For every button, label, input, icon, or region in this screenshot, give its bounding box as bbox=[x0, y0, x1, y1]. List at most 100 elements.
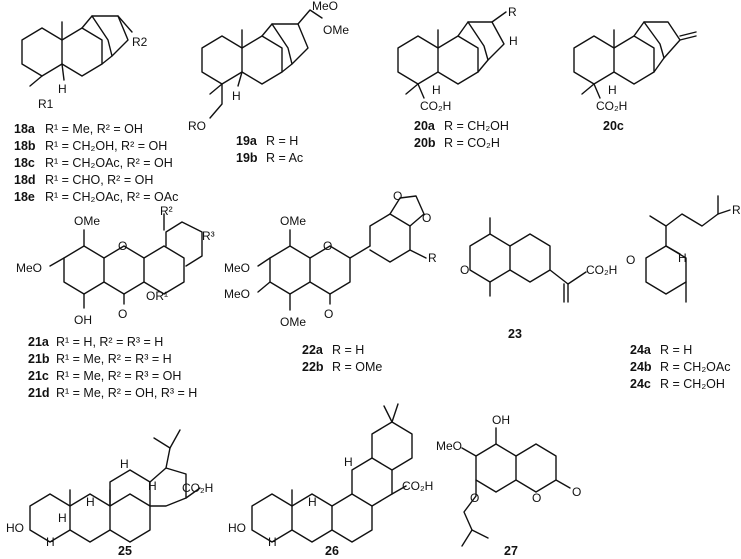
atom-meo: MeO bbox=[16, 261, 42, 275]
atom-o-keto: O bbox=[626, 253, 635, 267]
atom-o-keto: O bbox=[324, 307, 333, 321]
labels-20: 20a R = CH₂OH 20b R = CO₂H bbox=[414, 119, 509, 150]
atom-co2h: CO₂H bbox=[420, 99, 451, 113]
atom-ho: HO bbox=[228, 521, 246, 535]
atom-meo: MeO bbox=[224, 287, 250, 301]
compound-substituents: R¹ = Me, R² = OH bbox=[45, 122, 143, 136]
atom-o-ring: O bbox=[532, 491, 541, 505]
compound-number: 21d bbox=[28, 386, 50, 400]
compound-number: 20a bbox=[414, 119, 436, 133]
compound-substituents: R = CO₂H bbox=[444, 136, 500, 150]
compound-number: 21a bbox=[28, 335, 50, 349]
structure-20: R H H CO₂H bbox=[397, 5, 518, 113]
atom-h: H bbox=[58, 511, 67, 525]
atom-ro: RO bbox=[188, 119, 206, 133]
atom-h: H bbox=[46, 535, 55, 549]
compound-number: 18e bbox=[14, 190, 35, 204]
compound-number: 19b bbox=[236, 151, 258, 165]
labels-22: 22a R = H 22b R = OMe bbox=[302, 343, 382, 374]
atom-h: H bbox=[86, 495, 95, 509]
compound-substituents: R = OMe bbox=[332, 360, 382, 374]
compound-number: 21c bbox=[28, 369, 49, 383]
compound-substituents: R¹ = Me, R² = R³ = H bbox=[56, 352, 172, 366]
labels-19: 19a R = H 19b R = Ac bbox=[236, 134, 303, 165]
atom-h: H bbox=[148, 479, 157, 493]
atom-o-ring: O bbox=[323, 239, 332, 253]
compound-substituents: R¹ = CH₂OAc, R² = OH bbox=[45, 156, 173, 170]
labels-24: 24a R = H 24b R = CH₂OAc 24c R = CH₂OH bbox=[630, 343, 731, 391]
structure-21: R² R³ OMe MeO O OR¹ OH O bbox=[16, 204, 215, 327]
atom-r: R bbox=[508, 5, 517, 19]
structure-22: O O OMe MeO MeO O R OMe O bbox=[224, 189, 437, 329]
atom-co2h: CO₂H bbox=[586, 263, 617, 277]
compound-substituents: R¹ = Me, R² = R³ = OH bbox=[56, 369, 181, 383]
compound-number: 22a bbox=[302, 343, 324, 357]
atom-h: H bbox=[344, 455, 353, 469]
atom-o-ether: O bbox=[470, 491, 479, 505]
compound-substituents: R = CH₂OH bbox=[444, 119, 509, 133]
compound-number: 18c bbox=[14, 156, 35, 170]
atom-h: H bbox=[608, 83, 617, 97]
compound-number: 25 bbox=[118, 544, 132, 558]
structure-27: OH MeO O O O 27 bbox=[436, 413, 581, 558]
structure-20c: H CO₂H 20c bbox=[573, 21, 697, 133]
atom-co2h: CO₂H bbox=[596, 99, 627, 113]
compound-number: 21b bbox=[28, 352, 50, 366]
atom-o-ring: O bbox=[118, 239, 127, 253]
labels-21: 21a R¹ = H, R² = R³ = H 21b R¹ = Me, R² … bbox=[28, 335, 197, 400]
atom-h: H bbox=[678, 251, 687, 265]
atom-h: H bbox=[308, 495, 317, 509]
compound-substituents: R = H bbox=[332, 343, 364, 357]
atom-r3: R³ bbox=[202, 229, 215, 243]
structure-24: R O H bbox=[626, 195, 741, 303]
atom-o-dioxole: O bbox=[422, 211, 431, 225]
atom-o-keto: O bbox=[118, 307, 127, 321]
compound-number: 18b bbox=[14, 139, 36, 153]
atom-or1: OR¹ bbox=[146, 289, 168, 303]
atom-ho: HO bbox=[6, 521, 24, 535]
atom-ome: OMe bbox=[280, 315, 306, 329]
atom-ome: OMe bbox=[280, 214, 306, 228]
labels-18: 18a R¹ = Me, R² = OH 18b R¹ = CH₂OH, R² … bbox=[14, 122, 178, 204]
compound-substituents: R = CH₂OAc bbox=[660, 360, 731, 374]
structure-26: H CO₂H H HO H 26 bbox=[228, 403, 433, 558]
atom-meo: MeO bbox=[312, 0, 338, 13]
structure-19: MeO OMe H RO bbox=[188, 0, 349, 133]
atom-h: H bbox=[58, 82, 67, 96]
atom-h: H bbox=[232, 89, 241, 103]
compound-substituents: R¹ = H, R² = R³ = H bbox=[56, 335, 163, 349]
compound-number: 20c bbox=[603, 119, 624, 133]
atom-r2: R² bbox=[160, 204, 173, 218]
atom-h: H bbox=[120, 457, 129, 471]
compound-number: 24b bbox=[630, 360, 652, 374]
compound-number: 18a bbox=[14, 122, 36, 136]
compound-number: 24c bbox=[630, 377, 651, 391]
atom-h: H bbox=[509, 34, 518, 48]
compound-number: 20b bbox=[414, 136, 436, 150]
atom-ome: OMe bbox=[323, 23, 349, 37]
structure-18: R2 H R1 bbox=[21, 15, 148, 111]
structure-25: H H H CO₂H H HO H 25 bbox=[6, 429, 213, 558]
compound-number: 27 bbox=[504, 544, 518, 558]
compound-substituents: R¹ = Me, R² = OH, R³ = H bbox=[56, 386, 197, 400]
atom-co2h: CO₂H bbox=[402, 479, 433, 493]
compound-number: 22b bbox=[302, 360, 324, 374]
compound-number: 23 bbox=[508, 327, 522, 341]
atom-r1: R1 bbox=[38, 97, 54, 111]
compound-substituents: R = H bbox=[266, 134, 298, 148]
atom-h: H bbox=[268, 535, 277, 549]
atom-r: R bbox=[732, 203, 741, 217]
atom-oh: OH bbox=[74, 313, 92, 327]
compound-number: 18d bbox=[14, 173, 36, 187]
compound-number: 19a bbox=[236, 134, 258, 148]
atom-o-keto: O bbox=[460, 263, 469, 277]
compound-substituents: R = H bbox=[660, 343, 692, 357]
compound-substituents: R¹ = CH₂OAc, R² = OAc bbox=[45, 190, 178, 204]
compound-substituents: R = CH₂OH bbox=[660, 377, 725, 391]
atom-meo: MeO bbox=[436, 439, 462, 453]
atom-r2: R2 bbox=[132, 35, 148, 49]
atom-co2h: CO₂H bbox=[182, 481, 213, 495]
atom-o-keto: O bbox=[572, 485, 581, 499]
